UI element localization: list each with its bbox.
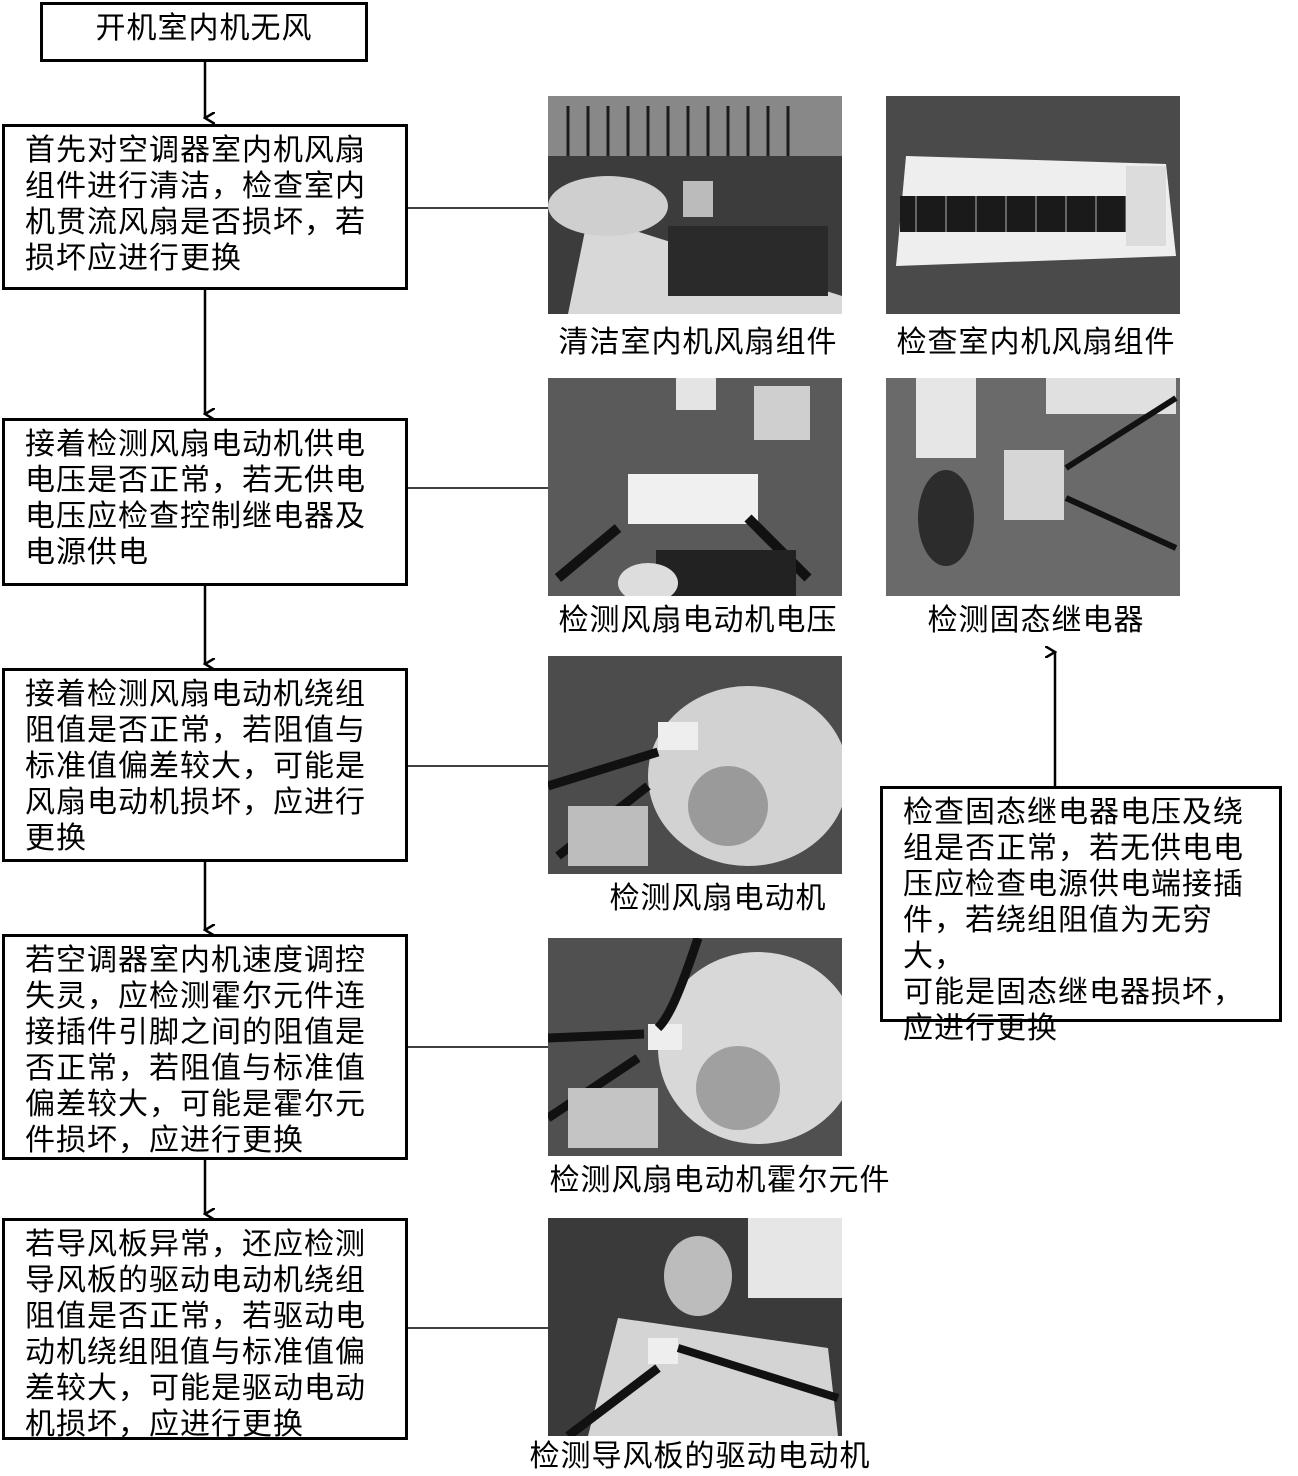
step-line: 阻值是否正常，若驱动电 bbox=[25, 1299, 366, 1334]
step-line: 电源供电 bbox=[25, 535, 149, 570]
step-line: 失灵，应检测霍尔元件连 bbox=[25, 979, 366, 1014]
step-line: 机损坏，应进行更换 bbox=[25, 1407, 304, 1442]
step-line: 接插件引脚之间的阻值是 bbox=[25, 1015, 366, 1050]
step-box-clean: 首先对空调器室内机风扇 组件进行清洁，检查室内 机贯流风扇是否损坏，若 损坏应进… bbox=[2, 124, 408, 290]
start-label: 开机室内机无风 bbox=[95, 11, 313, 46]
caption-clean-fan: 清洁室内机风扇组件 bbox=[558, 325, 838, 360]
step-line: 若空调器室内机速度调控 bbox=[25, 943, 366, 978]
step-line: 风扇电动机损坏，应进行 bbox=[25, 785, 366, 820]
step-line: 差较大，可能是驱动电动 bbox=[25, 1371, 366, 1406]
step-line: 阻值是否正常，若阻值与 bbox=[25, 713, 366, 748]
step-line: 件，若绕组阻值为无穷大， bbox=[903, 903, 1213, 974]
caption-relay: 检测固态继电器 bbox=[927, 603, 1145, 638]
step-line: 机贯流风扇是否损坏，若 bbox=[25, 205, 366, 240]
step-line: 动机绕组阻值与标准值偏 bbox=[25, 1335, 366, 1370]
step-line: 更换 bbox=[25, 821, 87, 856]
step-line: 若导风板异常，还应检测 bbox=[25, 1227, 366, 1262]
step-line: 应进行更换 bbox=[903, 1011, 1058, 1046]
caption-check-fan: 检查室内机风扇组件 bbox=[896, 325, 1176, 360]
photo-louver-motor bbox=[548, 1218, 842, 1436]
caption-hall: 检测风扇电动机霍尔元件 bbox=[549, 1163, 891, 1198]
step-line: 组是否正常，若无供电电 bbox=[903, 831, 1244, 866]
step-line: 首先对空调器室内机风扇 bbox=[25, 133, 366, 168]
photo-check-fan bbox=[886, 96, 1180, 314]
step-box-louver: 若导风板异常，还应检测 导风板的驱动电动机绕组 阻值是否正常，若驱动电 动机绕组… bbox=[2, 1218, 408, 1442]
step-line: 接着检测风扇电动机绕组 bbox=[25, 677, 366, 712]
caption-motor-voltage: 检测风扇电动机电压 bbox=[558, 603, 838, 638]
step-line: 压应检查电源供电端接插 bbox=[903, 867, 1244, 902]
caption-motor: 检测风扇电动机 bbox=[609, 881, 827, 916]
step-line: 电压是否正常，若无供电 bbox=[25, 463, 366, 498]
start-box: 开机室内机无风 bbox=[40, 2, 368, 62]
step-line: 电压应检查控制继电器及 bbox=[25, 499, 366, 534]
step-line: 否正常，若阻值与标准值 bbox=[25, 1051, 366, 1086]
step-line: 接着检测风扇电动机供电 bbox=[25, 427, 366, 462]
step-line: 可能是固态继电器损坏， bbox=[903, 975, 1244, 1010]
step-line: 检查固态继电器电压及绕 bbox=[903, 795, 1244, 830]
photo-clean-fan bbox=[548, 96, 842, 314]
photo-hall bbox=[548, 938, 842, 1156]
photo-motor-voltage bbox=[548, 378, 842, 596]
photo-relay bbox=[886, 378, 1180, 596]
step-box-voltage: 接着检测风扇电动机供电 电压是否正常，若无供电 电压应检查控制继电器及 电源供电 bbox=[2, 418, 408, 586]
step-box-hall: 若空调器室内机速度调控 失灵，应检测霍尔元件连 接插件引脚之间的阻值是 否正常，… bbox=[2, 934, 408, 1160]
step-line: 偏差较大，可能是霍尔元 bbox=[25, 1087, 366, 1122]
step-box-winding: 接着检测风扇电动机绕组 阻值是否正常，若阻值与 标准值偏差较大，可能是 风扇电动… bbox=[2, 668, 408, 862]
step-line: 损坏应进行更换 bbox=[25, 241, 242, 276]
step-line: 标准值偏差较大，可能是 bbox=[25, 749, 366, 784]
step-line: 导风板的驱动电动机绕组 bbox=[25, 1263, 366, 1298]
step-box-relay-check: 检查固态继电器电压及绕 组是否正常，若无供电电 压应检查电源供电端接插 件，若绕… bbox=[880, 786, 1282, 1046]
step-line: 件损坏，应进行更换 bbox=[25, 1123, 304, 1158]
photo-motor bbox=[548, 656, 842, 874]
caption-louver-motor: 检测导风板的驱动电动机 bbox=[529, 1439, 871, 1474]
step-line: 组件进行清洁，检查室内 bbox=[25, 169, 366, 204]
